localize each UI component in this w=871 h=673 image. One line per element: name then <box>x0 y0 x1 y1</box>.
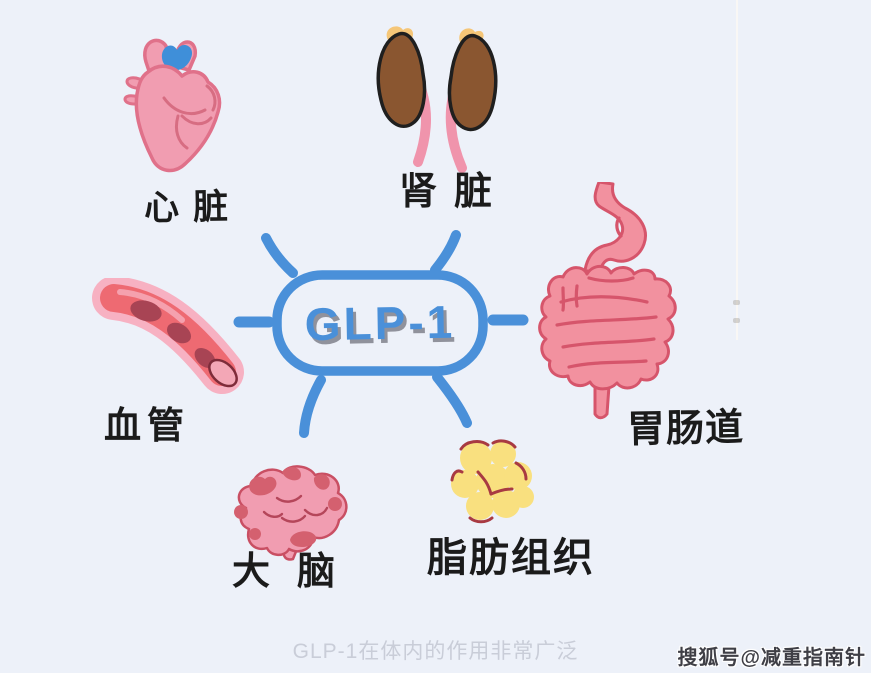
glp1-bubble-and-rays <box>233 230 529 438</box>
gi-tract-icon <box>538 182 677 420</box>
glp1-center-label: GLP-1 <box>304 295 456 351</box>
scan-seam-line <box>736 0 738 340</box>
scan-speck <box>733 318 740 323</box>
brain-label: 大脑 <box>232 551 363 593</box>
gi-tract-label: 胃肠道 <box>626 406 745 452</box>
adipose-tissue-label: 脂肪组织 <box>427 536 595 580</box>
caption-text: GLP-1在体内的作用非常广泛 <box>292 640 579 663</box>
kidneys-label: 肾脏 <box>399 171 510 213</box>
glp1-box-outline <box>272 270 488 376</box>
kidneys-icon <box>376 26 498 173</box>
adipose-tissue-icon <box>450 439 534 524</box>
heart-icon <box>123 38 222 173</box>
sohu-watermark: 搜狐号@减重指南针 <box>677 647 866 669</box>
blood-vessel-label: 血管 <box>104 405 190 446</box>
scan-speck <box>733 300 740 305</box>
glp1-rays <box>233 230 529 438</box>
blood-vessel-icon <box>92 278 244 394</box>
brain-icon <box>234 465 348 561</box>
